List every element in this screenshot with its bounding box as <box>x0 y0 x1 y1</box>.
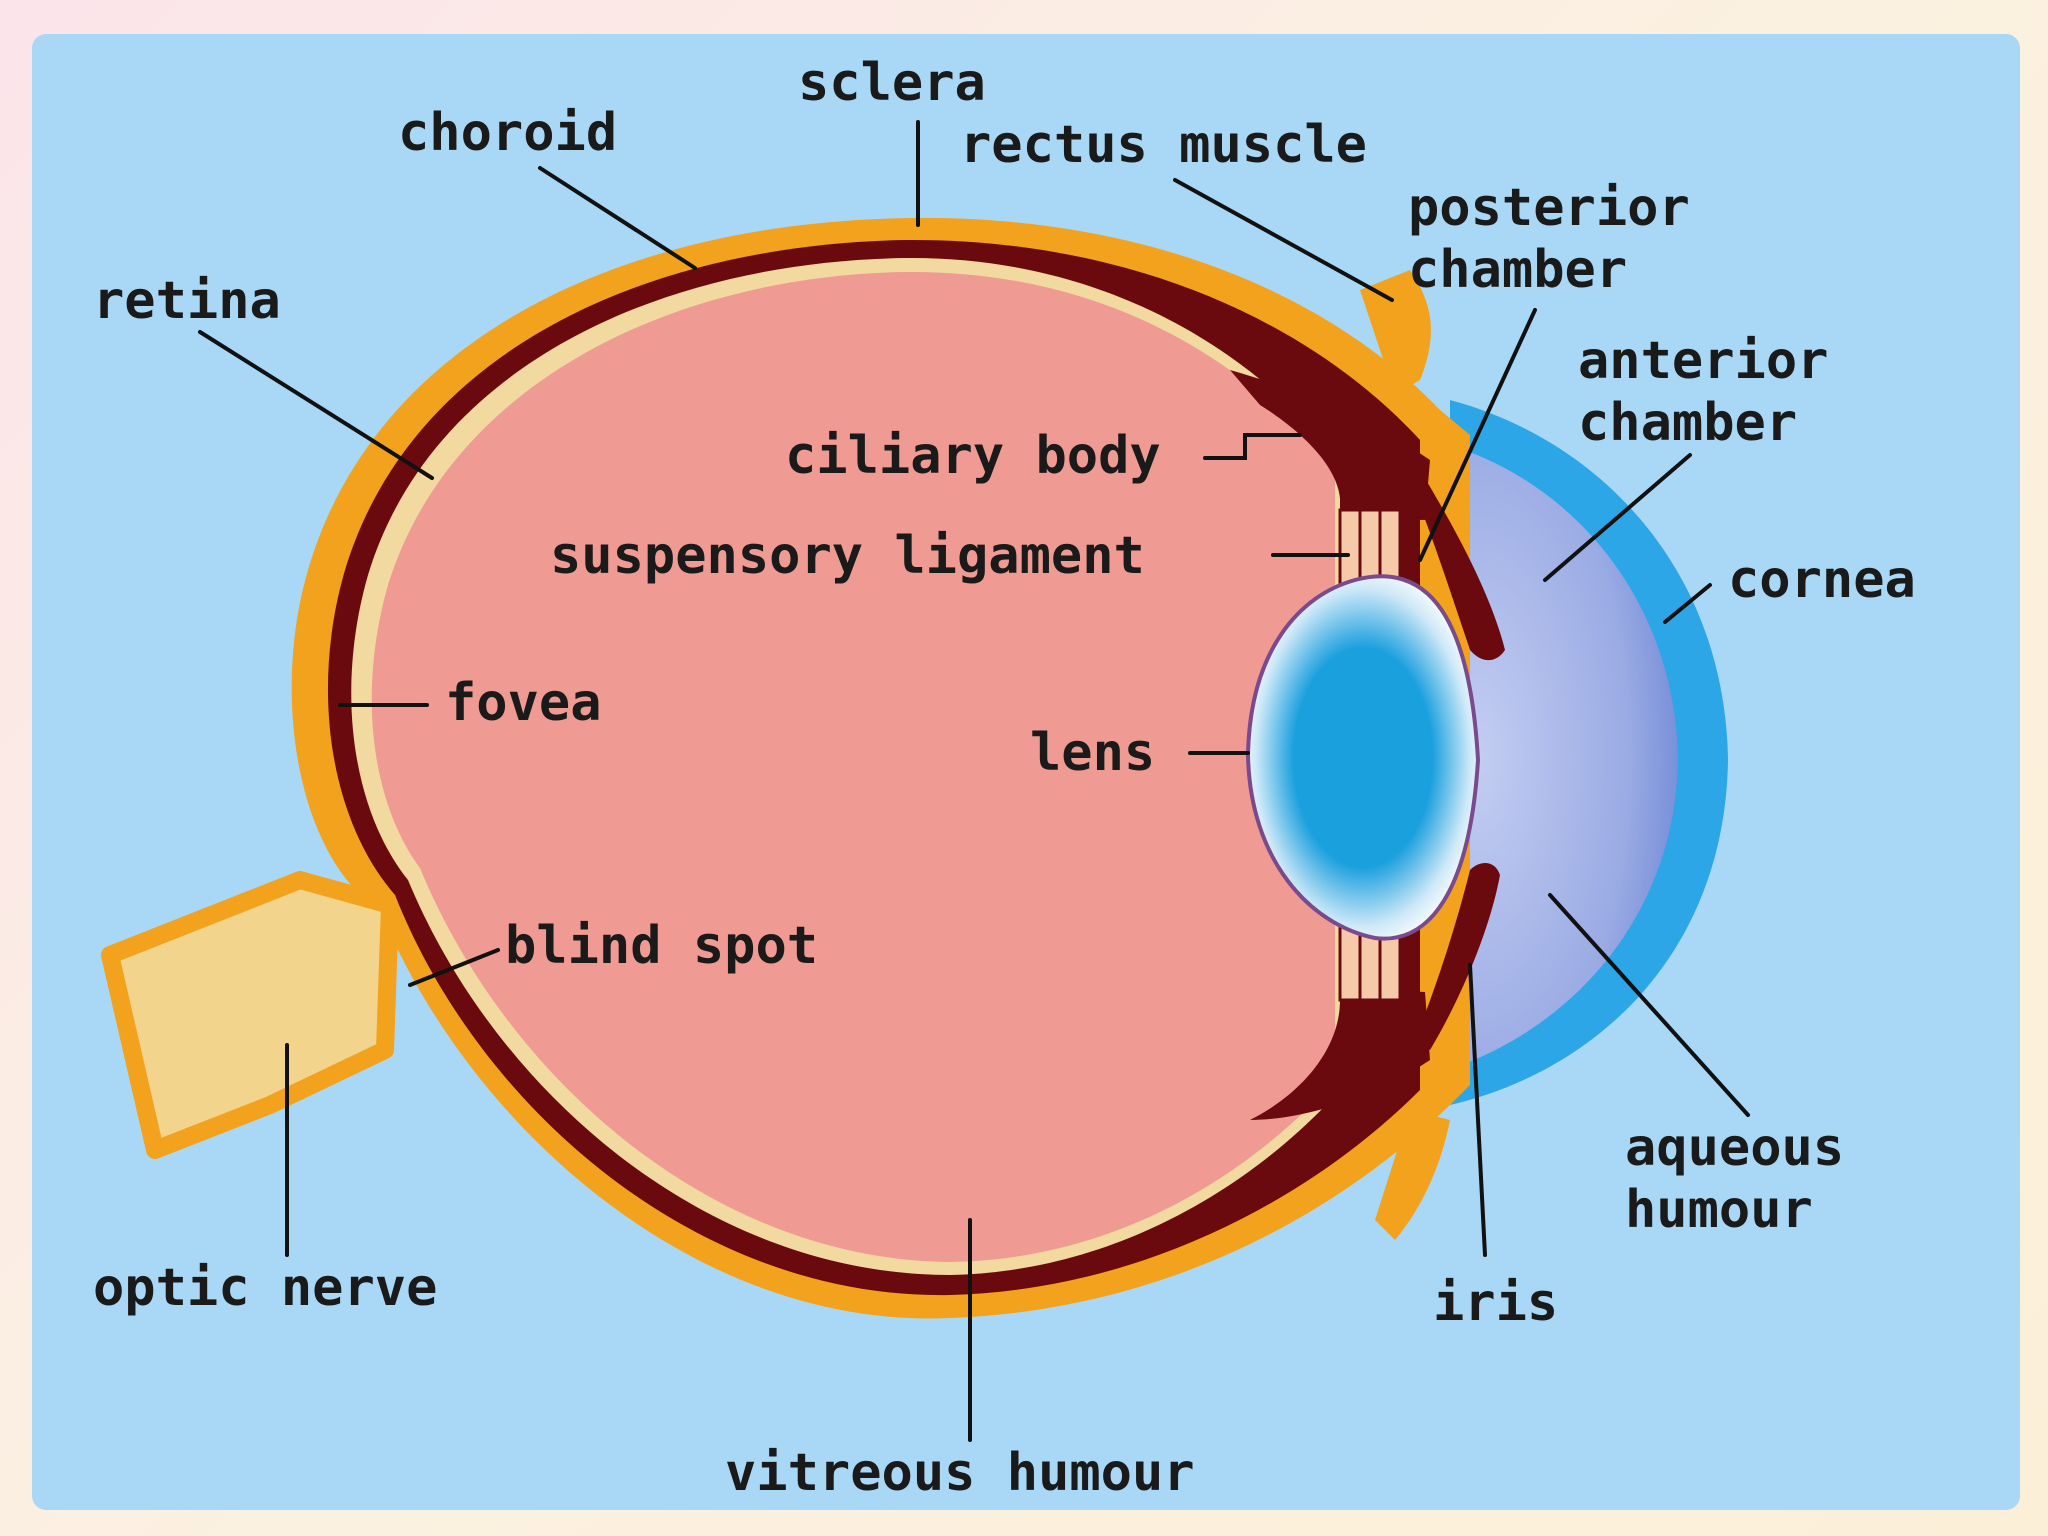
lens-shape <box>1245 574 1481 941</box>
label-posterior-chamber-line2: chamber <box>1408 240 1627 300</box>
label-retina: retina <box>93 271 281 331</box>
iris-bottom <box>1415 863 1500 1050</box>
leader-blind-spot <box>408 948 500 987</box>
leader-iris <box>1468 963 1487 1257</box>
labels: sclera choroid rectus muscle posterior c… <box>93 53 1916 1503</box>
leader-rectus-muscle <box>1173 178 1394 302</box>
label-optic-nerve: optic nerve <box>93 1258 437 1318</box>
leader-cornea <box>1663 583 1712 624</box>
vitreous-humour-shape <box>371 271 1335 1263</box>
ciliary-body-top <box>1230 370 1430 520</box>
label-ciliary-body: ciliary body <box>785 426 1161 486</box>
leader-anterior-chamber <box>1543 453 1692 582</box>
label-blind-spot: blind spot <box>505 916 818 976</box>
label-lens: lens <box>1030 723 1155 783</box>
label-anterior-chamber-line1: anterior <box>1578 331 1828 391</box>
leader-aqueous-humour <box>1548 893 1750 1117</box>
leader-lines <box>198 120 1750 1442</box>
leader-posterior-chamber <box>1418 308 1537 562</box>
rectus-muscle-bottom <box>1375 1110 1450 1240</box>
leader-retina <box>198 330 434 480</box>
label-cornea: cornea <box>1728 550 1916 610</box>
label-posterior-chamber-line1: posterior <box>1408 178 1690 238</box>
ciliary-body-bottom <box>1250 991 1430 1120</box>
label-fovea: fovea <box>445 673 602 733</box>
iris-top <box>1410 470 1505 661</box>
rectus-muscle-top <box>1360 270 1431 395</box>
label-aqueous-humour-line2: humour <box>1625 1180 1813 1240</box>
label-anterior-chamber-line2: chamber <box>1578 393 1797 453</box>
optic-nerve-shape <box>101 871 399 1159</box>
label-sclera: sclera <box>798 53 986 113</box>
label-rectus-muscle: rectus muscle <box>960 115 1367 175</box>
label-vitreous-humour: vitreous humour <box>725 1443 1195 1503</box>
leader-choroid <box>538 166 697 270</box>
label-iris: iris <box>1433 1273 1558 1333</box>
leader-ciliary-body <box>1203 433 1302 460</box>
label-suspensory-ligament: suspensory ligament <box>550 526 1145 586</box>
label-choroid: choroid <box>398 103 617 163</box>
label-aqueous-humour-line1: aqueous <box>1625 1118 1844 1178</box>
